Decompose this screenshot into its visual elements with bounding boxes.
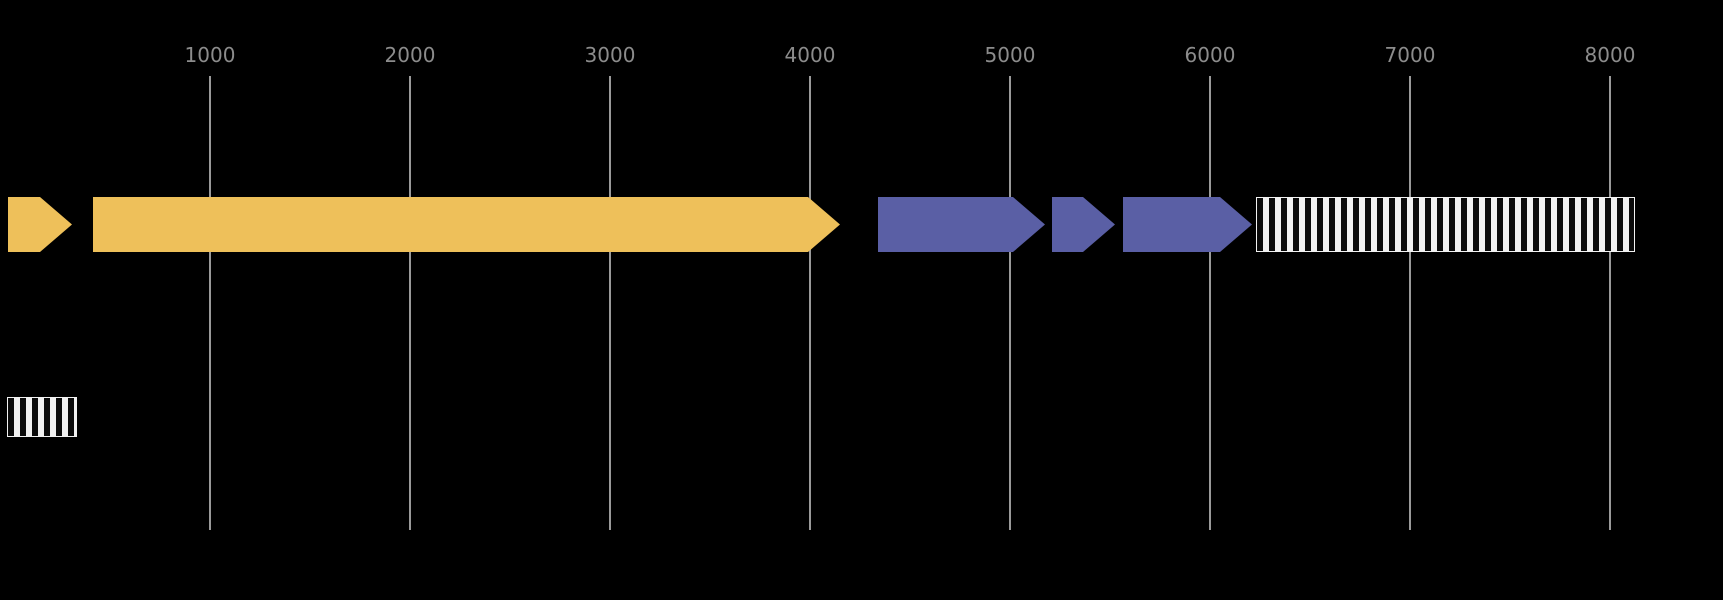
gene-arrow[interactable] xyxy=(878,197,1045,252)
axis-gridline xyxy=(1009,76,1011,530)
axis-gridline xyxy=(1209,76,1211,530)
axis-gridline xyxy=(1609,76,1611,530)
axis-tick-label: 1000 xyxy=(184,43,236,67)
gene-arrow[interactable] xyxy=(1123,197,1252,252)
axis-tick-label: 2000 xyxy=(384,43,436,67)
axis-tick-label: 7000 xyxy=(1384,43,1436,67)
striped-feature-box[interactable] xyxy=(1256,197,1635,252)
striped-feature-box[interactable] xyxy=(7,397,77,437)
gene-arrow[interactable] xyxy=(1052,197,1115,252)
axis-gridline xyxy=(409,76,411,530)
axis-tick-label: 4000 xyxy=(784,43,836,67)
axis-tick-label: 8000 xyxy=(1584,43,1636,67)
gene-arrow[interactable] xyxy=(8,197,72,252)
gene-arrow[interactable] xyxy=(93,197,840,252)
axis-gridline xyxy=(1409,76,1411,530)
axis-tick-label: 6000 xyxy=(1184,43,1236,67)
axis-gridline xyxy=(209,76,211,530)
axis-gridline xyxy=(809,76,811,530)
axis-tick-label: 3000 xyxy=(584,43,636,67)
axis-gridline xyxy=(609,76,611,530)
axis-tick-label: 5000 xyxy=(984,43,1036,67)
